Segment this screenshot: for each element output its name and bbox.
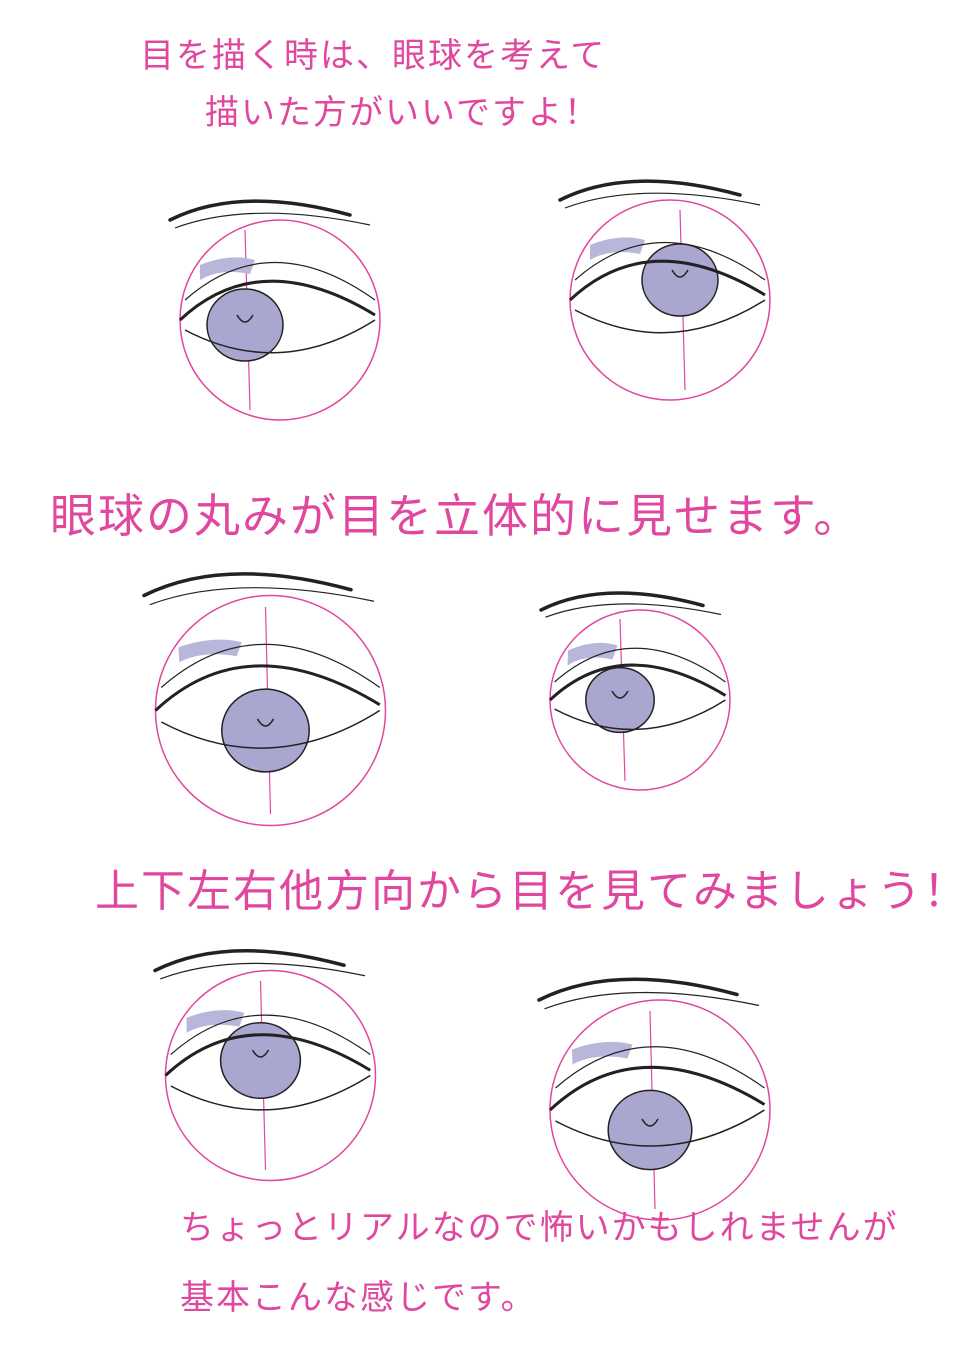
lower-eyelid [169, 1074, 371, 1111]
eyelid-shadow [590, 237, 645, 260]
eye-sketch-looking-up [558, 179, 771, 401]
upper-eyelid [163, 1032, 371, 1077]
eyelid-shadow [186, 1009, 244, 1033]
pupil-highlight [611, 690, 629, 699]
eyebrow-stroke [564, 192, 761, 209]
eyeball-guide-circle [164, 969, 376, 1181]
lower-eyelid [574, 299, 766, 334]
pupil-highlight [256, 718, 274, 727]
iris [641, 243, 719, 317]
iris [206, 288, 284, 362]
eyebrow-stroke [159, 962, 365, 979]
upper-eyelid-crease [554, 647, 726, 683]
upper-eyelid-crease [169, 1014, 371, 1055]
directions-caption: 上下左右他方向から目を見てみましょう！ [95, 866, 960, 917]
pupil-highlight [671, 269, 689, 278]
eyebrow [141, 571, 353, 597]
eyebrow-stroke [174, 212, 371, 229]
eyebrow [558, 179, 742, 202]
eye-sketch-lower-right [537, 977, 771, 1221]
eyelid-shadow [178, 639, 242, 662]
roundness-caption: 眼球の丸みが目を立体的に見せます。 [50, 489, 862, 543]
eyebrow [537, 977, 739, 1002]
eye-sketch-looking-down [141, 571, 386, 826]
eyeball-guide-circle [549, 999, 771, 1221]
iris [607, 1089, 693, 1171]
intro-text-line-1: 目を描く時は、眼球を考えて [140, 36, 607, 76]
upper-eyelid-crease [574, 242, 766, 281]
upper-eyelid-crease [160, 643, 380, 688]
closing-text-line-1: ちょっとリアルなので怖いかもしれませんが [180, 1208, 899, 1248]
closing-text-line-2: 基本こんな感じです。 [180, 1278, 537, 1318]
eye-sketch-upper-left [152, 948, 376, 1181]
pupil-highlight [236, 314, 254, 323]
iris [220, 687, 310, 773]
lower-eyelid [184, 319, 376, 354]
eyebrow-stroke [545, 603, 722, 618]
lower-eyelid [555, 1109, 765, 1147]
pupil-highlight [251, 1049, 269, 1058]
lower-eyelid [160, 709, 380, 749]
eyebrow-stroke [544, 991, 760, 1010]
eyebrow [152, 948, 346, 972]
upper-eyelid [548, 663, 727, 702]
upper-eyelid [153, 663, 381, 712]
eyelid-shadow [567, 642, 618, 666]
upper-eyelid-crease [555, 1046, 765, 1089]
eye-sketch-side-view [539, 591, 731, 791]
upper-eyelid-crease [184, 262, 376, 301]
eyebrow-stroke [149, 586, 374, 605]
upper-eyelid [568, 259, 766, 302]
iris [585, 666, 655, 734]
eyebrow [539, 591, 705, 612]
pupil-highlight [641, 1118, 659, 1127]
intro-text-line-2: 描いた方がいいですよ！ [205, 93, 600, 133]
eyelid-shadow [200, 257, 255, 280]
upper-eyelid [178, 279, 376, 322]
eyelid-shadow [572, 1041, 633, 1065]
eyebrow [168, 199, 352, 222]
lower-eyelid [554, 699, 726, 731]
eye-sketch-front-left [168, 199, 381, 421]
iris [219, 1021, 301, 1099]
upper-eyelid [548, 1065, 766, 1112]
